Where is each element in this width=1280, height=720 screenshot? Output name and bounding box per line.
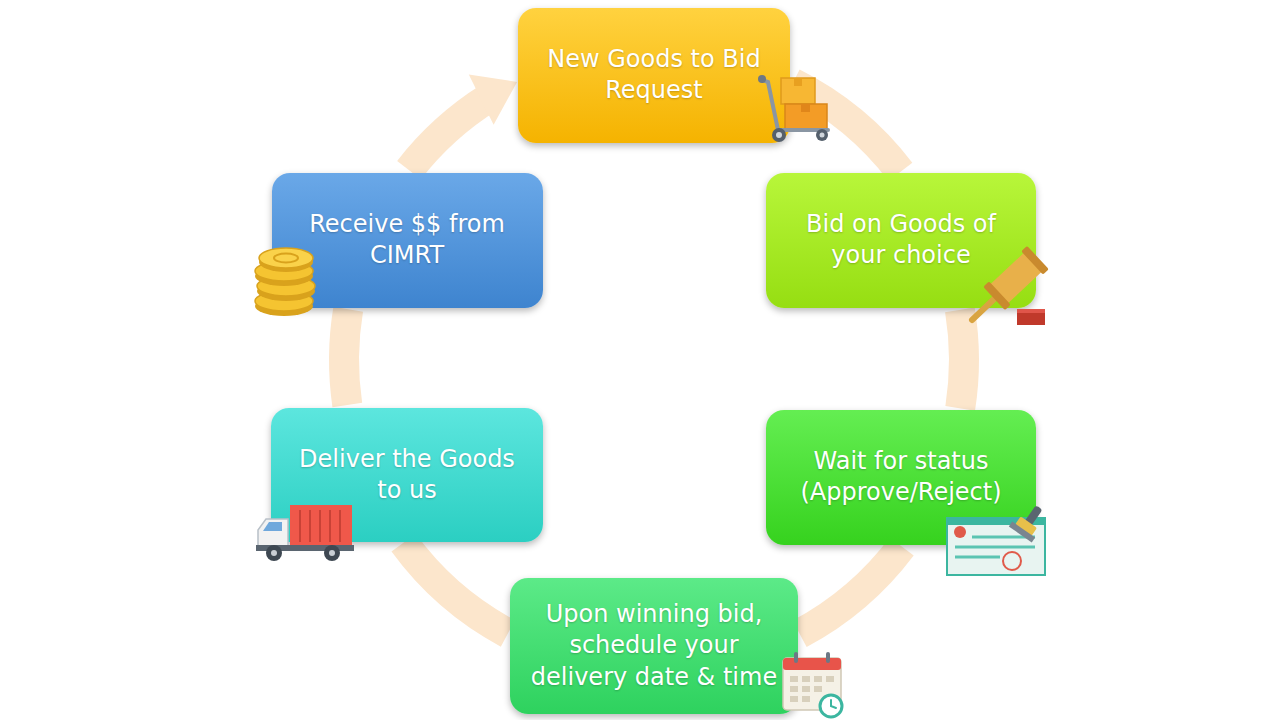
process-box: New Goods to Bid Request [518,8,790,143]
step-label: Wait for status (Approve/Reject) [780,446,1022,508]
ring-segment [800,546,902,633]
approval-stamp-icon [947,499,1051,575]
cycle-arc [800,546,902,633]
cycle-arc [960,310,964,408]
process-box: Upon winning bid, schedule your delivery… [510,578,798,714]
cycle-arc [793,83,901,172]
step-label: Upon winning bid, schedule your delivery… [524,599,784,693]
ring-segment [793,83,901,172]
ring-segment [960,310,964,408]
delivery-truck-icon [256,505,354,561]
cycle-arc [404,543,508,634]
cycle-arc [344,309,348,405]
coins-icon [255,248,315,316]
step-label: Bid on Goods of your choice [780,209,1022,271]
process-box: Wait for status (Approve/Reject) [766,410,1036,545]
process-box: Deliver the Goods to us [271,408,543,542]
calendar-icon [783,652,842,717]
hand-truck-icon [758,75,828,142]
step-label: Receive $$ from CIMRT [286,209,529,271]
process-box: Receive $$ from CIMRT [272,173,543,308]
step-label: New Goods to Bid Request [532,44,776,106]
step-label: Deliver the Goods to us [285,444,529,506]
ring-segment [404,543,508,634]
gavel-icon [972,246,1049,325]
process-box: Bid on Goods of your choice [766,173,1036,308]
cycle-arc [409,74,517,170]
ring-segment [409,98,489,171]
arrow-head [469,74,517,124]
ring-segment [344,309,348,405]
